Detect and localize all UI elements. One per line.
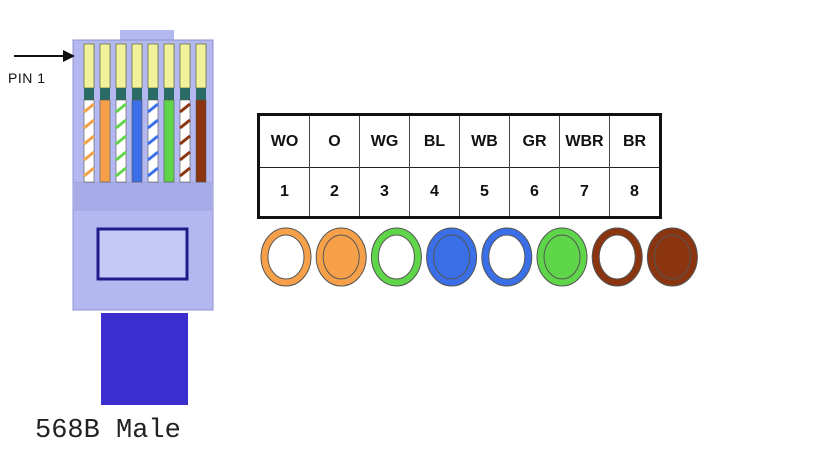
pin-code-cell: O [309,114,360,168]
wire-color-ring [370,227,422,287]
wire-color-ring [260,227,312,287]
wire-color-ring [426,227,478,287]
connector-caption: 568B Male [35,416,181,446]
pin-code-cell: WB [459,114,510,168]
pin-number-cell: 1 [258,167,310,218]
cable-jacket [101,313,188,405]
pin-number-cell: 6 [509,167,560,218]
pin-number-cell: 8 [609,167,661,218]
pin-code-cell: GR [509,114,560,168]
pin-code-cell: BR [609,114,661,168]
pin-code-cell: WO [270,132,299,150]
pin-wires [83,43,207,183]
pin-wire [99,43,111,183]
pin-code-cell: BL [409,114,460,168]
pin-wire [147,43,159,183]
plug-body-shoulder [73,183,213,211]
rj45-connector-diagram [14,30,214,405]
pin-wire [83,43,95,183]
latch-window [96,227,189,281]
pin-code-cell: WBR [559,114,610,168]
pin-number-row: 1 2 3 4 5 6 7 8 [258,167,661,218]
pin-number-cell: 4 [409,167,460,218]
pin-number-cell: 7 [559,167,610,218]
pin-number-cell: 2 [309,167,360,218]
pin-wire [179,43,191,183]
wire-color-rings [260,227,698,287]
pin-1-arrowhead [63,50,75,62]
pin-code-cell: WG [359,114,410,168]
pin-number-cell: 5 [459,167,510,218]
pin-wire [195,43,207,183]
color-code-row: WO O WG BL WB GR WBR BR [259,114,661,168]
pinout-table: WO O WG BL WB GR WBR BR 1 2 3 4 5 6 7 8 [257,113,662,219]
wire-color-ring [315,227,367,287]
pin-wire [163,43,175,183]
pin-wire [131,43,143,183]
wire-color-ring [536,227,588,287]
pin-1-label: PIN 1 [8,70,46,86]
wire-color-ring [646,227,698,287]
pin-number-cell: 3 [359,167,410,218]
wire-color-ring [481,227,533,287]
wire-color-ring [591,227,643,287]
pin-wire [115,43,127,183]
